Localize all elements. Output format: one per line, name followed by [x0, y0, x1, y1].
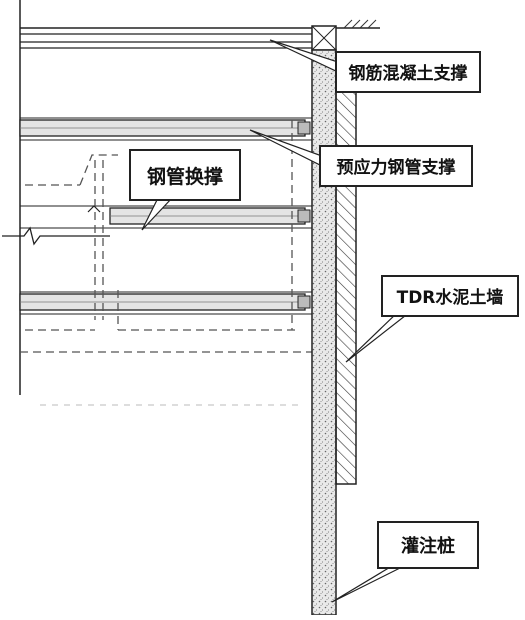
pipe-replacement-outline: [20, 120, 312, 353]
callout-tdr-wall: TDR水泥土墙: [345, 275, 519, 363]
bored-pile: [311, 49, 337, 616]
rc-support-strut: [20, 33, 312, 49]
label-tdr-wall: TDR水泥土墙: [397, 287, 504, 308]
prestressed-pipe-strut-1: [19, 119, 311, 137]
label-bored-pile: 灌注桩: [401, 535, 455, 557]
label-prestressed-support: 预应力钢管支撑: [337, 157, 456, 178]
callout-bored-pile: 灌注桩: [331, 521, 479, 603]
callout-pipe-replacement: 钢管换撑: [129, 149, 241, 231]
soil-hatch-top: [343, 19, 377, 29]
callout-rc-support: 钢筋混凝土支撑: [269, 39, 481, 93]
callout-prestressed-support: 预应力钢管支撑: [249, 129, 473, 187]
label-rc-support: 钢筋混凝土支撑: [349, 63, 468, 84]
label-pipe-replacement: 钢管换撑: [147, 165, 223, 188]
break-line: [2, 226, 110, 246]
prestressed-pipe-strut-2: [20, 205, 312, 229]
replacement-bracket: [87, 205, 101, 213]
prestressed-pipe-strut-3: [19, 291, 312, 315]
